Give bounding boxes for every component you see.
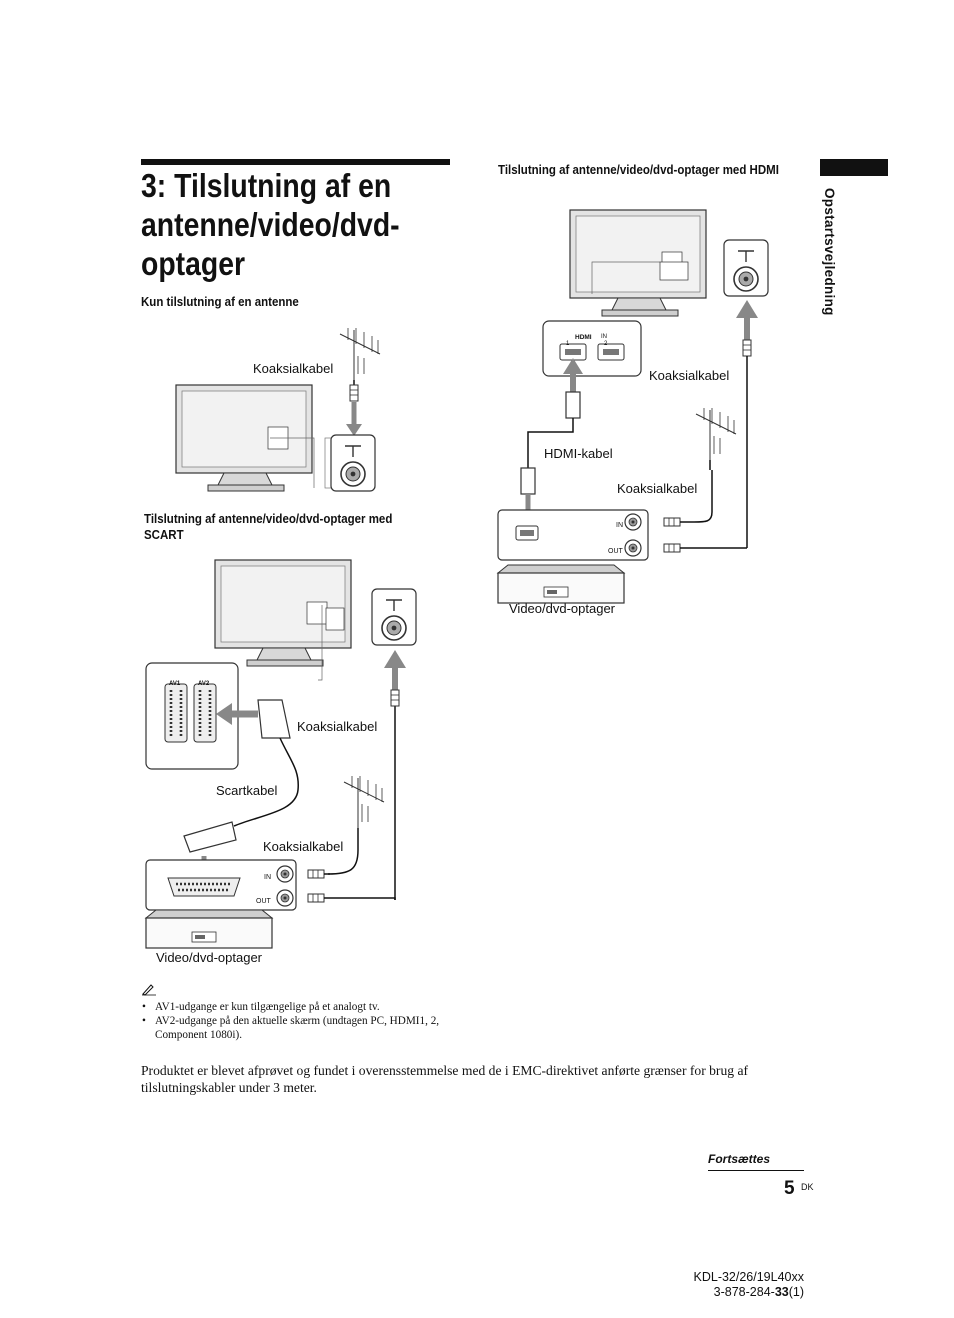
scart-out-label: OUT <box>256 898 271 905</box>
code-prefix: 3-878-284- <box>713 1285 775 1299</box>
section-tab <box>820 159 888 176</box>
section3-coax-label-2: Koaksialkabel <box>617 481 698 496</box>
note-item: AV2-udgange på den aktuelle skærm (undta… <box>141 1014 441 1042</box>
continues-rule <box>708 1170 804 1171</box>
av1-label: AV1 <box>169 681 181 687</box>
av2-label: AV2 <box>198 681 210 687</box>
hdmi-in-port-label: IN <box>616 522 623 529</box>
note-icon <box>141 982 157 1001</box>
section2-recorder-label: Video/dvd-optager <box>156 950 263 965</box>
continues-label: Fortsættes <box>708 1152 771 1166</box>
hdmi-port2-label: 2 <box>604 341 608 347</box>
section2-diagram <box>145 559 417 949</box>
section3-heading: Tilslutning af antenne/video/dvd-optager… <box>498 163 779 177</box>
section2-heading: Tilslutning af antenne/video/dvd-optager… <box>144 512 393 542</box>
section1-heading: Kun tilslutning af en antenne <box>141 295 299 309</box>
section3-diagram <box>497 209 769 604</box>
document-code: 3-878-284-33(1) <box>640 1285 804 1300</box>
section3-recorder-label: Video/dvd-optager <box>509 601 616 616</box>
section2-coax-label-1: Koaksialkabel <box>297 719 378 734</box>
model-number: KDL-32/26/19L40xx <box>693 1270 805 1284</box>
model-info: KDL-32/26/19L40xx 3-878-284-33(1) <box>640 1270 805 1300</box>
code-suffix: (1) <box>788 1285 804 1299</box>
section1-coax-label: Koaksialkabel <box>253 361 334 376</box>
note-item: AV1-udgange er kun tilgængelige på et an… <box>141 1000 441 1014</box>
section3-hdmi-label: HDMI-kabel <box>544 446 613 461</box>
scart-in-label: IN <box>264 874 271 881</box>
section2-coax-label-2: Koaksialkabel <box>263 839 344 854</box>
hdmi-logo: HDMI <box>575 334 592 341</box>
section1-diagram <box>175 327 381 492</box>
emc-paragraph: Produktet er blevet afprøvet og fundet i… <box>141 1063 748 1095</box>
page-title: 3: Tilslutning af en antenne/video/dvd-o… <box>141 167 400 282</box>
page-suffix: DK <box>801 1182 814 1192</box>
section3-coax-label-1: Koaksialkabel <box>649 368 730 383</box>
hdmi-out-port-label: OUT <box>608 548 623 555</box>
hdmi-port1-label: 1 <box>566 341 570 347</box>
hdmi-in-label: IN <box>601 334 607 340</box>
section2-scart-label: Scartkabel <box>216 783 278 798</box>
page-number: 5 <box>784 1178 795 1199</box>
notes-list: AV1-udgange er kun tilgængelige på et an… <box>141 1000 441 1042</box>
code-bold: 33 <box>774 1285 789 1299</box>
title-rule <box>141 159 450 165</box>
